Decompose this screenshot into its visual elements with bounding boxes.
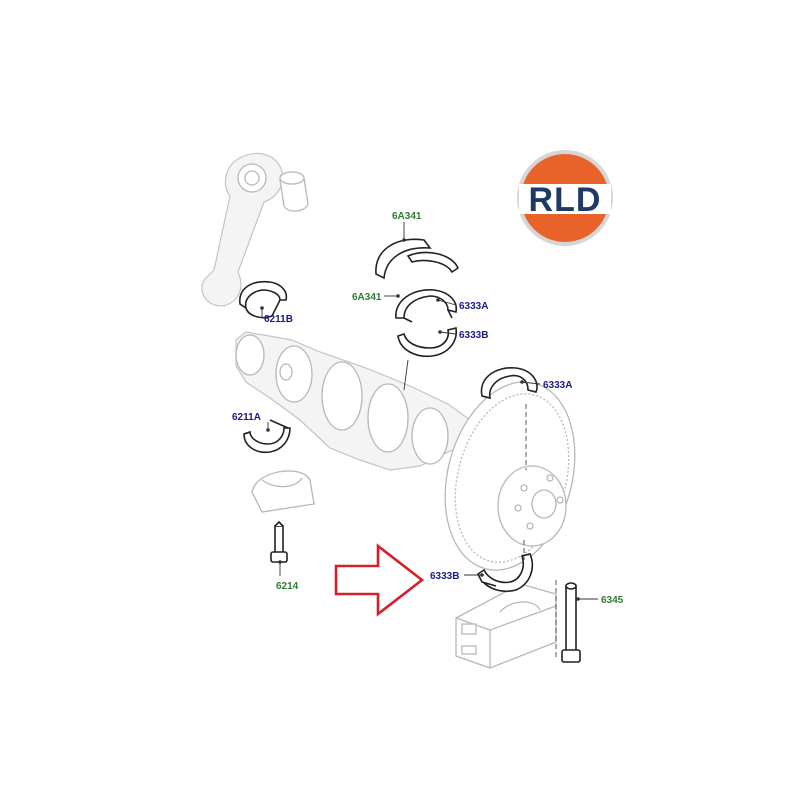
label-main-bearing-lower: 6333B [459, 330, 488, 341]
label-main-bearing-upper: 6333A [459, 301, 488, 312]
label-main-bearing-upper-right: 6333A [543, 380, 572, 391]
connecting-rod [201, 152, 284, 307]
flywheel [444, 381, 576, 571]
small-end-bushing [279, 171, 309, 212]
label-rod-bearing-upper: 6211B [264, 314, 293, 325]
leader-lines [260, 222, 598, 601]
label-thrust-washer-top: 6A341 [392, 211, 422, 222]
rod-bearing-upper [239, 280, 288, 319]
logo-text: RLD [529, 181, 602, 219]
label-rod-bolt: 6214 [276, 581, 299, 592]
label-rod-bearing-lower: 6211A [232, 412, 261, 423]
main-cap-bolt [561, 582, 581, 663]
rod-cap [251, 470, 315, 513]
label-main-cap-bolt: 6345 [601, 595, 624, 606]
logo-band [519, 184, 611, 214]
main-bearing-cap [455, 583, 557, 669]
main-bearing-upper [395, 289, 458, 323]
right-arrow-icon [334, 543, 425, 617]
crankshaft [235, 331, 471, 471]
rod-bolt [270, 520, 288, 563]
main-bearing-lower [397, 327, 457, 358]
assembly-line-center [403, 359, 409, 391]
main-bearing-lower-highlight [477, 553, 534, 592]
label-main-bearing-lower-highlight: 6333B [430, 571, 459, 582]
thrust-washer-upper [375, 238, 459, 280]
rld-logo: RLD [517, 150, 613, 246]
rod-bearing-lower [243, 419, 291, 454]
label-thrust-washer-bottom: 6A341 [352, 292, 382, 303]
main-bearing-upper-right [480, 367, 538, 400]
